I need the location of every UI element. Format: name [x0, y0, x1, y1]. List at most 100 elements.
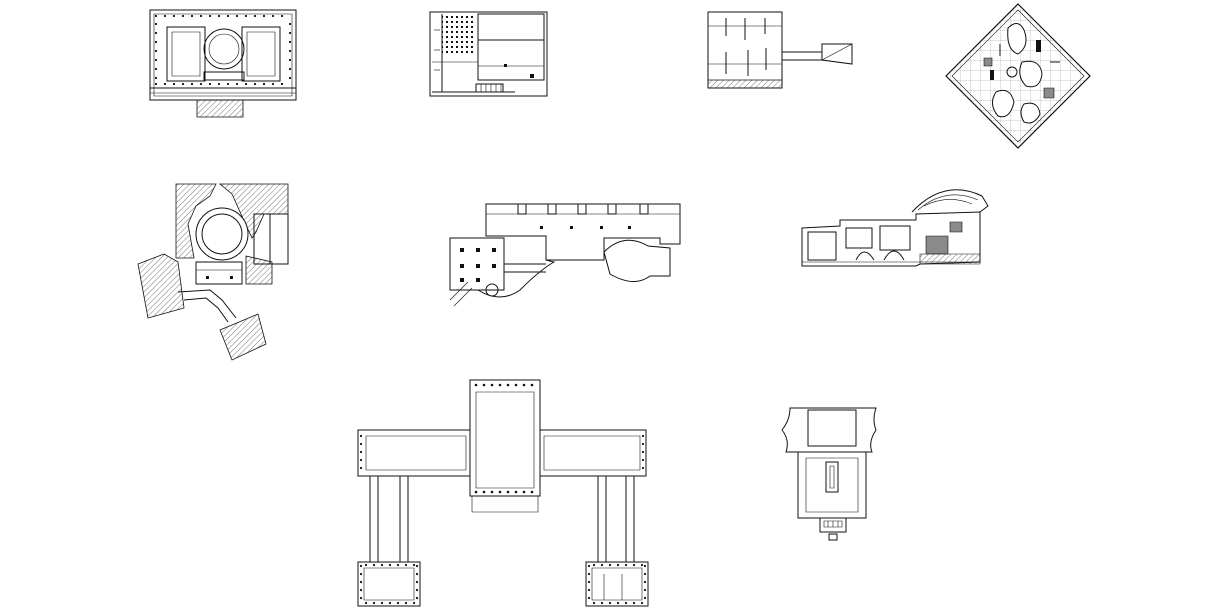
column-dot	[522, 383, 526, 387]
column-dot	[396, 563, 400, 567]
column-dot	[482, 490, 486, 494]
column-dot	[199, 14, 203, 18]
column-dot	[154, 40, 158, 44]
column-dot	[412, 563, 416, 567]
column-dot	[288, 67, 292, 71]
column-dot	[587, 580, 591, 584]
column-dot	[288, 76, 292, 80]
column-dot	[154, 76, 158, 80]
plan-neoclassical-museum	[150, 10, 296, 117]
column-dot	[643, 588, 647, 592]
column-dot	[359, 442, 363, 446]
column-dot	[280, 14, 284, 18]
column-dot	[643, 580, 647, 584]
column-dot	[154, 58, 158, 62]
column-dot	[587, 572, 591, 576]
column-dot	[592, 563, 596, 567]
column-dot	[530, 383, 534, 387]
column-dot	[359, 588, 363, 592]
column-dot	[415, 580, 419, 584]
column-dot	[154, 67, 158, 71]
column-dot	[364, 563, 368, 567]
column-dot	[372, 563, 376, 567]
column-dot	[616, 601, 620, 605]
column-dot	[154, 14, 158, 18]
column-dot	[154, 49, 158, 53]
column-dot	[226, 82, 230, 86]
column-dot	[372, 601, 376, 605]
column-dot	[404, 563, 408, 567]
column-dot	[388, 563, 392, 567]
column-dot	[271, 14, 275, 18]
column-dot	[181, 14, 185, 18]
column-dot	[253, 14, 257, 18]
column-dot	[288, 31, 292, 35]
column-dot	[608, 563, 612, 567]
column-dot	[280, 82, 284, 86]
column-dot	[632, 601, 636, 605]
column-dot	[359, 434, 363, 438]
column-dot	[154, 31, 158, 35]
column-dot	[364, 601, 368, 605]
column-dot	[359, 580, 363, 584]
column-dot	[359, 466, 363, 470]
column-dot	[244, 82, 248, 86]
column-dot	[415, 572, 419, 576]
column-dot	[217, 82, 221, 86]
column-dot	[244, 14, 248, 18]
column-dot	[271, 82, 275, 86]
column-dot	[641, 434, 645, 438]
column-dot	[415, 588, 419, 592]
column-dot	[530, 490, 534, 494]
column-dot	[482, 383, 486, 387]
column-dot	[190, 82, 194, 86]
column-dot	[640, 601, 644, 605]
column-dot	[172, 82, 176, 86]
column-dot	[587, 588, 591, 592]
column-dot	[643, 564, 647, 568]
plan-elongated-curved-complex	[802, 190, 988, 266]
column-dot	[474, 383, 478, 387]
column-dot	[262, 14, 266, 18]
column-dot	[643, 572, 647, 576]
plan-cross-wing-pavilion	[358, 380, 648, 606]
column-dot	[404, 601, 408, 605]
plan-long-hall-with-ramp	[708, 12, 852, 88]
column-dot	[380, 563, 384, 567]
column-dot	[600, 563, 604, 567]
column-dot	[208, 82, 212, 86]
column-dot	[641, 442, 645, 446]
plan-rotunda-complex-hatched	[138, 184, 288, 360]
column-dot	[506, 490, 510, 494]
column-dot	[288, 22, 292, 26]
column-dot	[359, 572, 363, 576]
column-dot	[199, 82, 203, 86]
column-dot	[514, 490, 518, 494]
column-dot	[154, 82, 158, 86]
column-dot	[412, 601, 416, 605]
column-dot	[235, 14, 239, 18]
column-dot	[253, 82, 257, 86]
plan-grid-courtyard-building	[430, 12, 547, 96]
column-dot	[641, 458, 645, 462]
column-dot	[388, 601, 392, 605]
column-dot	[288, 49, 292, 53]
column-dot	[190, 14, 194, 18]
column-dot	[163, 82, 167, 86]
column-dot	[415, 564, 419, 568]
column-dot	[643, 596, 647, 600]
column-dot	[616, 563, 620, 567]
column-dot	[235, 82, 239, 86]
column-dot	[522, 490, 526, 494]
column-dot	[359, 564, 363, 568]
column-dot	[288, 58, 292, 62]
column-dot	[640, 563, 644, 567]
column-dot	[498, 383, 502, 387]
column-dot	[498, 490, 502, 494]
column-dot	[359, 450, 363, 454]
column-dot	[359, 458, 363, 462]
column-dot	[396, 601, 400, 605]
column-dot	[600, 601, 604, 605]
column-dot	[624, 563, 628, 567]
